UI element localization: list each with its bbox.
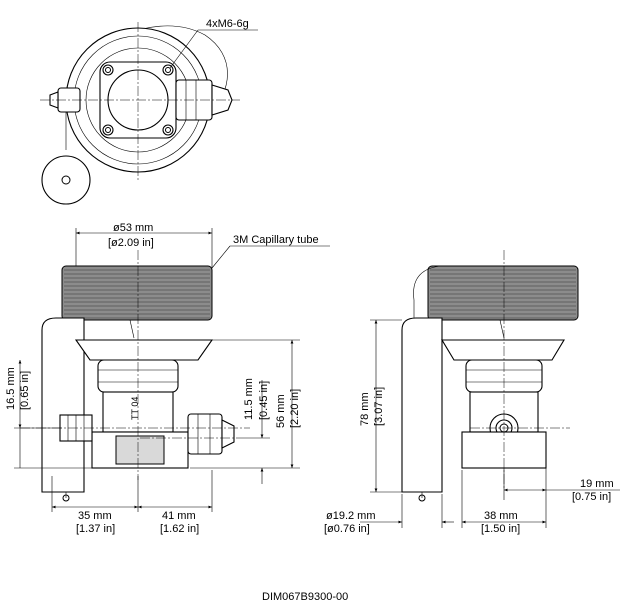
dim-total-height-mm: 56 mm [275,394,287,428]
dim-bottom-right-in: [1.62 in] [160,523,199,535]
dim-width-in: [1.50 in] [481,523,520,535]
dim-left-height-in: [0.65 in] [19,371,31,410]
dim-top-width-mm: ø53 mm [113,222,153,234]
dim-bottom-left-in: [1.37 in] [76,523,115,535]
dim-outlet-in: [0.75 in] [572,491,611,503]
dim-total-height-in: [2.20 in] [289,389,301,428]
dim-inner-height-mm: 11.5 mm [243,378,255,420]
dim-height-mm: 78 mm [359,392,371,426]
dim-bulb-mm: ø19.2 mm [326,510,376,522]
capillary-note: 3M Capillary tube [233,234,319,246]
body-marking: TT 04 [130,397,140,420]
dim-height-in: [3.07 in] [373,387,385,426]
figure-id: DIM067B9300-00 [262,591,348,603]
dim-bottom-right-mm: 41 mm [162,510,196,522]
dim-top-width-in: [ø2.09 in] [108,237,154,249]
bulb [41,317,85,493]
thread-note: 4xM6-6g [206,18,249,30]
dim-bulb-in: [ø0.76 in] [324,523,370,535]
side-view: 78 mm [3.07 in] 19 mm [0.75 in] ø19.2 mm… [324,250,620,535]
front-view: ø53 mm [ø2.09 in] 3M Capillary tube TT 0… [5,222,330,535]
bolt-holes [102,64,174,136]
dim-width-mm: 38 mm [484,510,518,522]
top-view: 4xM6-6g [40,18,258,205]
dim-outlet-mm: 19 mm [580,478,614,490]
capillary-coil [61,265,213,321]
dim-bottom-left-mm: 35 mm [78,510,112,522]
bulb-side [401,317,443,493]
capillary-coil-side [427,265,579,321]
dim-left-height-mm: 16.5 mm [5,367,17,410]
dim-inner-height-in: [0.45 in] [258,381,270,420]
